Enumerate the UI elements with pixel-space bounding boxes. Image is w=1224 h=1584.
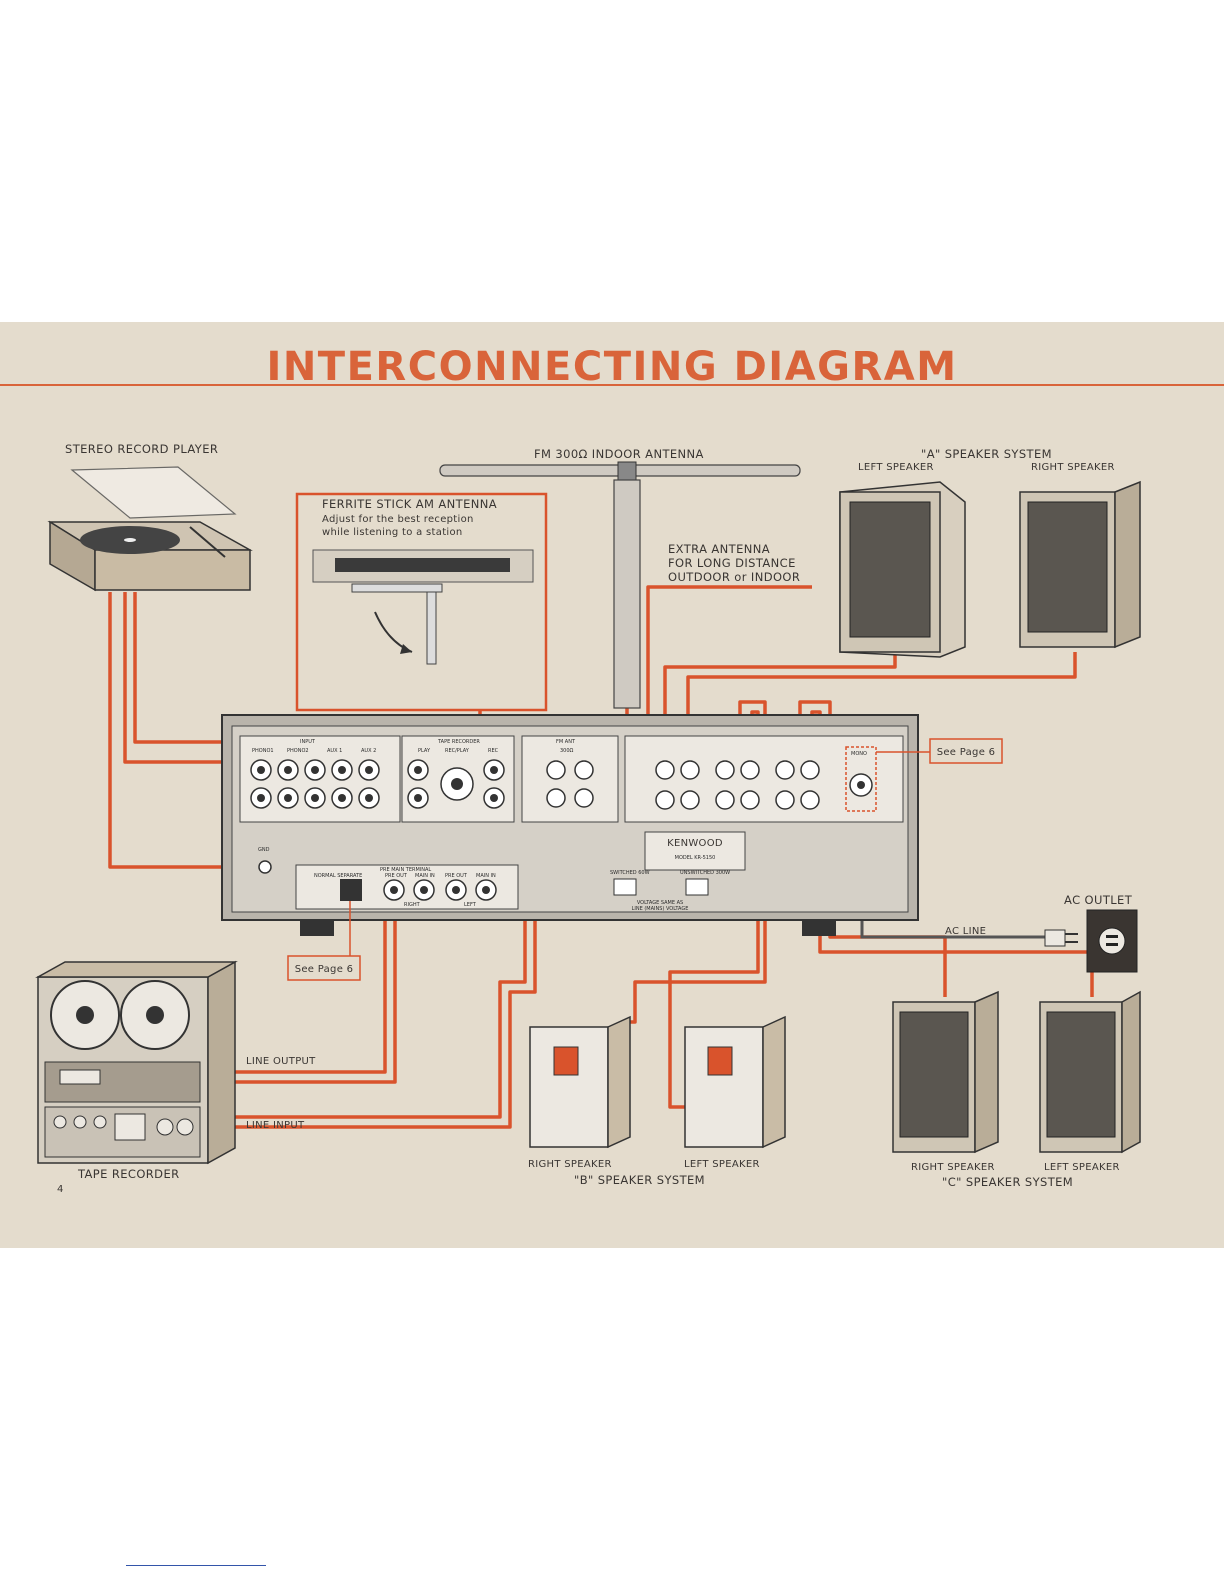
rec-play-label: REC/PLAY xyxy=(445,748,470,754)
speaker-a-right-label: RIGHT SPEAKER xyxy=(1031,462,1115,473)
left-channel-label: LEFT xyxy=(464,902,477,908)
ac-outlet-label: AC OUTLET xyxy=(1064,893,1133,907)
ferrite-title: FERRITE STICK AM ANTENNA xyxy=(322,497,497,511)
right-channel-label: RIGHT xyxy=(404,902,421,908)
see-page-right-label: See Page 6 xyxy=(937,747,996,758)
line-input-cable-2 xyxy=(235,832,537,1129)
speaker-terminals xyxy=(655,760,820,810)
speaker-system-b: RIGHT SPEAKER LEFT SPEAKER "B" SPEAKER S… xyxy=(528,1015,786,1187)
see-page-left-label: See Page 6 xyxy=(295,964,354,975)
aux2-label: AUX 2 xyxy=(361,748,376,754)
manual-page: INTERCONNECTING DIAGRAM STEREO RECOR xyxy=(0,322,1224,1248)
rec-label: REC xyxy=(488,748,499,754)
phono2-label: PHONO2 xyxy=(287,748,309,754)
diagram-title: INTERCONNECTING DIAGRAM xyxy=(266,344,957,390)
ac-outlet: AC OUTLET AC LINE xyxy=(945,893,1138,973)
speaker-c-left-label: LEFT SPEAKER xyxy=(1044,1162,1120,1173)
extra-antenna-line2: FOR LONG DISTANCE xyxy=(668,556,796,570)
record-player: STEREO RECORD PLAYER xyxy=(47,442,253,592)
speaker-b-system-label: "B" SPEAKER SYSTEM xyxy=(574,1173,705,1187)
speaker-b-left xyxy=(684,1015,786,1149)
input-jacks xyxy=(250,759,380,809)
pre-main-label: PRE MAIN TERMINAL xyxy=(380,867,431,873)
speaker-c-right xyxy=(892,990,999,1154)
gnd-cable xyxy=(108,592,270,869)
phono1-label: PHONO1 xyxy=(252,748,274,754)
pre-out-label-l: PRE OUT xyxy=(445,873,468,879)
input-label: INPUT xyxy=(300,739,316,745)
speaker-a-system-label: "A" SPEAKER SYSTEM xyxy=(921,447,1052,461)
normal-separate-label: NORMAL SEPARATE xyxy=(314,873,362,879)
speaker-c-right-label: RIGHT SPEAKER xyxy=(911,1162,995,1173)
voltage-label-2: LINE (MAINS) VOLTAGE xyxy=(632,906,689,912)
aux1-label: AUX 1 xyxy=(327,748,342,754)
tape-rec-label: TAPE RECORDER xyxy=(437,739,480,745)
brand-label: KENWOOD xyxy=(667,838,723,849)
mono-label: MONO xyxy=(851,751,867,757)
speaker-a-right xyxy=(1019,480,1141,649)
bottom-rule xyxy=(126,1565,266,1566)
fm-antenna-label: FM 300Ω INDOOR ANTENNA xyxy=(534,447,704,461)
record-player-label: STEREO RECORD PLAYER xyxy=(65,442,218,456)
tape-jacks xyxy=(407,759,505,809)
page-number: 4 xyxy=(57,1184,64,1195)
gnd-label: GND xyxy=(258,847,270,853)
voltage-label-1: VOLTAGE SAME AS xyxy=(637,900,683,906)
fm-ant-label: FM ANT xyxy=(556,739,576,745)
see-page-callout-left: See Page 6 xyxy=(287,901,361,981)
speaker-b-left-label: LEFT SPEAKER xyxy=(684,1159,760,1170)
switched-label: SWITCHED 60W xyxy=(610,870,650,876)
main-in-label-r: MAIN IN xyxy=(415,873,435,879)
extra-antenna-line1: EXTRA ANTENNA xyxy=(668,542,770,556)
ferrite-line2: while listening to a station xyxy=(322,527,463,538)
speaker-b-right xyxy=(529,1015,631,1149)
speaker-system-a: "A" SPEAKER SYSTEM LEFT SPEAKER RIGHT SP… xyxy=(839,447,1141,658)
ac-line-label: AC LINE xyxy=(945,926,986,937)
receiver-rear-panel: INPUT PHONO1 PHONO2 AUX 1 AUX 2 TAPE REC… xyxy=(221,714,919,936)
speaker-b-right-label: RIGHT SPEAKER xyxy=(528,1159,612,1170)
speaker-a-left-label: LEFT SPEAKER xyxy=(858,462,934,473)
extra-antenna: EXTRA ANTENNA FOR LONG DISTANCE OUTDOOR … xyxy=(668,542,800,584)
line-input-label: LINE INPUT xyxy=(246,1120,305,1131)
speaker-a-left xyxy=(839,481,966,658)
extra-antenna-line3: OUTDOOR or INDOOR xyxy=(668,570,800,584)
see-page-callout-right: See Page 6 xyxy=(876,738,1003,764)
speaker-c-system-label: "C" SPEAKER SYSTEM xyxy=(942,1175,1073,1189)
speaker-c-left xyxy=(1039,990,1141,1154)
interconnecting-diagram: INTERCONNECTING DIAGRAM STEREO RECOR xyxy=(0,344,1224,1195)
tape-recorder-label: TAPE RECORDER xyxy=(77,1167,180,1181)
fm-antenna: FM 300Ω INDOOR ANTENNA xyxy=(439,447,801,709)
ferrite-line1: Adjust for the best reception xyxy=(322,514,474,525)
play-label: PLAY xyxy=(418,748,431,754)
pre-out-label-r: PRE OUT xyxy=(385,873,408,879)
unswitched-label: UNSWITCHED 300W xyxy=(680,870,730,876)
fm-ohm-label: 300Ω xyxy=(560,748,574,754)
ferrite-panel: FERRITE STICK AM ANTENNA Adjust for the … xyxy=(295,492,548,712)
tape-recorder: TAPE RECORDER LINE OUTPUT LINE INPUT xyxy=(35,960,316,1181)
main-in-label-l: MAIN IN xyxy=(476,873,496,879)
model-label: MODEL KR-5150 xyxy=(675,855,716,861)
line-output-label: LINE OUTPUT xyxy=(246,1056,316,1067)
speaker-system-c: RIGHT SPEAKER LEFT SPEAKER "C" SPEAKER S… xyxy=(892,990,1141,1189)
